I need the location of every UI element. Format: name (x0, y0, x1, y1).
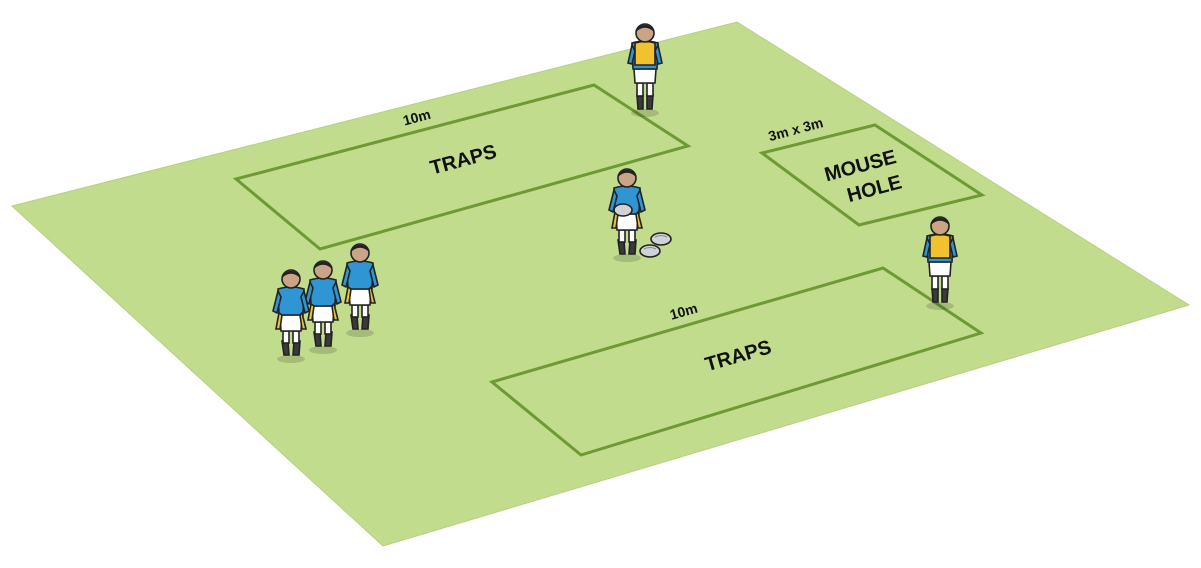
carried-ball (613, 203, 633, 217)
ball-1 (650, 232, 672, 246)
ball-2 (639, 244, 661, 258)
pitch (10, 21, 1191, 547)
traps-bottom-dimension: 10m (668, 300, 699, 323)
traps-top-dimension: 10m (401, 106, 432, 129)
